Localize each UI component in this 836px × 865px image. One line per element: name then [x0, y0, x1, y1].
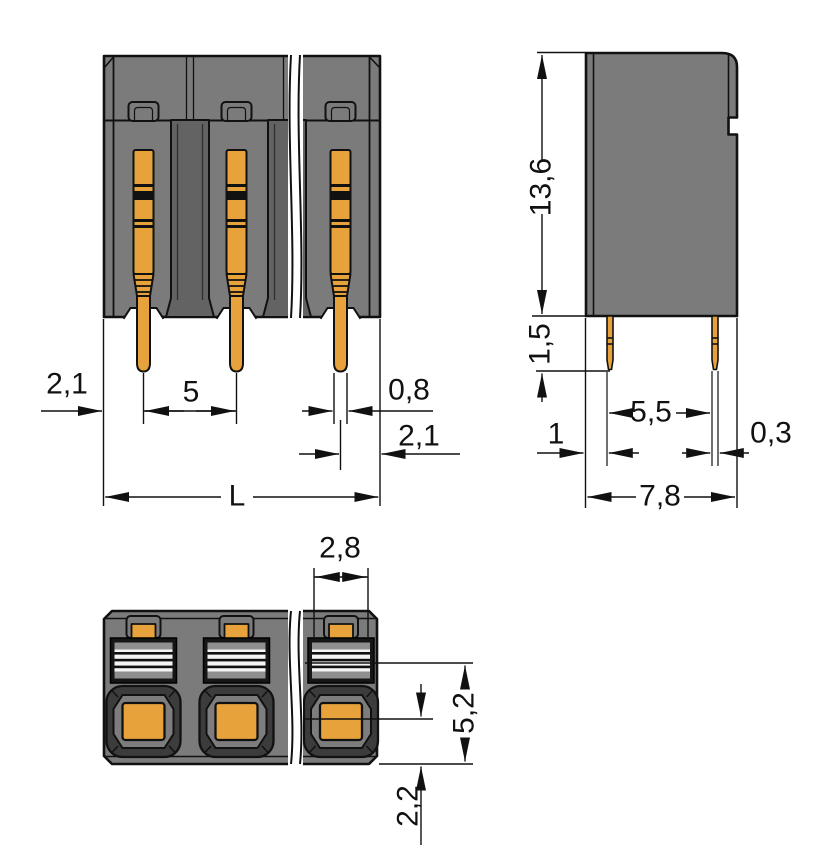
side-housing: [584, 51, 739, 318]
side-view: 13,6 1,5 1 5,5 0,3 7,8: [524, 51, 792, 513]
contact-pin: [225, 149, 248, 373]
push-button: [105, 684, 182, 759]
terminal-unit: [105, 615, 182, 759]
contact-pin: [132, 149, 155, 373]
latch-tab: [127, 101, 160, 122]
wire-entry-slot: [307, 637, 375, 684]
break-line: [288, 50, 303, 322]
dim-label-side-pin-thickness: 0,3: [750, 417, 792, 450]
dim-label-front-right-margin: 2,1: [398, 420, 440, 453]
dim-label-side-edge-to-pin: 1: [548, 418, 565, 451]
dim-label-front-pitch: 5: [183, 376, 200, 409]
top-view: 2,8 5,2 2,2: [102, 532, 481, 845]
dim-label-side-pin-length: 1,5: [524, 323, 557, 365]
dim-label-front-left-margin: 2,1: [46, 368, 88, 401]
push-button: [198, 684, 275, 759]
pole-separator-channel: [165, 119, 215, 318]
dim-label-side-depth: 7,8: [639, 480, 681, 513]
latch-tab: [220, 101, 253, 122]
dim-label-top-opening-to-edge: 5,2: [448, 692, 481, 734]
front-view: 2,1 5 0,8 2,1 L: [41, 50, 460, 513]
wire-entry-slot: [202, 637, 271, 684]
dim-label-top-button-to-edge: 2,2: [392, 785, 425, 827]
dim-label-side-pin-spacing: 5,5: [630, 396, 672, 429]
wire-entry-slot: [109, 637, 178, 684]
side-dimension-lines: [532, 51, 749, 508]
push-button: [302, 684, 380, 759]
contact-pin: [329, 149, 352, 373]
dim-label-front-total-length: L: [229, 480, 246, 513]
solder-pin: [606, 315, 614, 371]
terminal-unit: [302, 615, 380, 759]
front-dimension-lines: [41, 319, 460, 506]
dim-label-front-pin-width: 0,8: [388, 374, 430, 407]
solder-pin: [711, 315, 719, 371]
latch-tab: [324, 101, 357, 122]
top-dimension-lines: [305, 568, 473, 845]
dim-label-top-opening-width: 2,8: [319, 532, 361, 565]
dim-label-side-height: 13,6: [525, 158, 558, 216]
break-line: [288, 607, 303, 768]
pole-separator-channel: [262, 119, 312, 318]
terminal-unit: [198, 615, 275, 759]
